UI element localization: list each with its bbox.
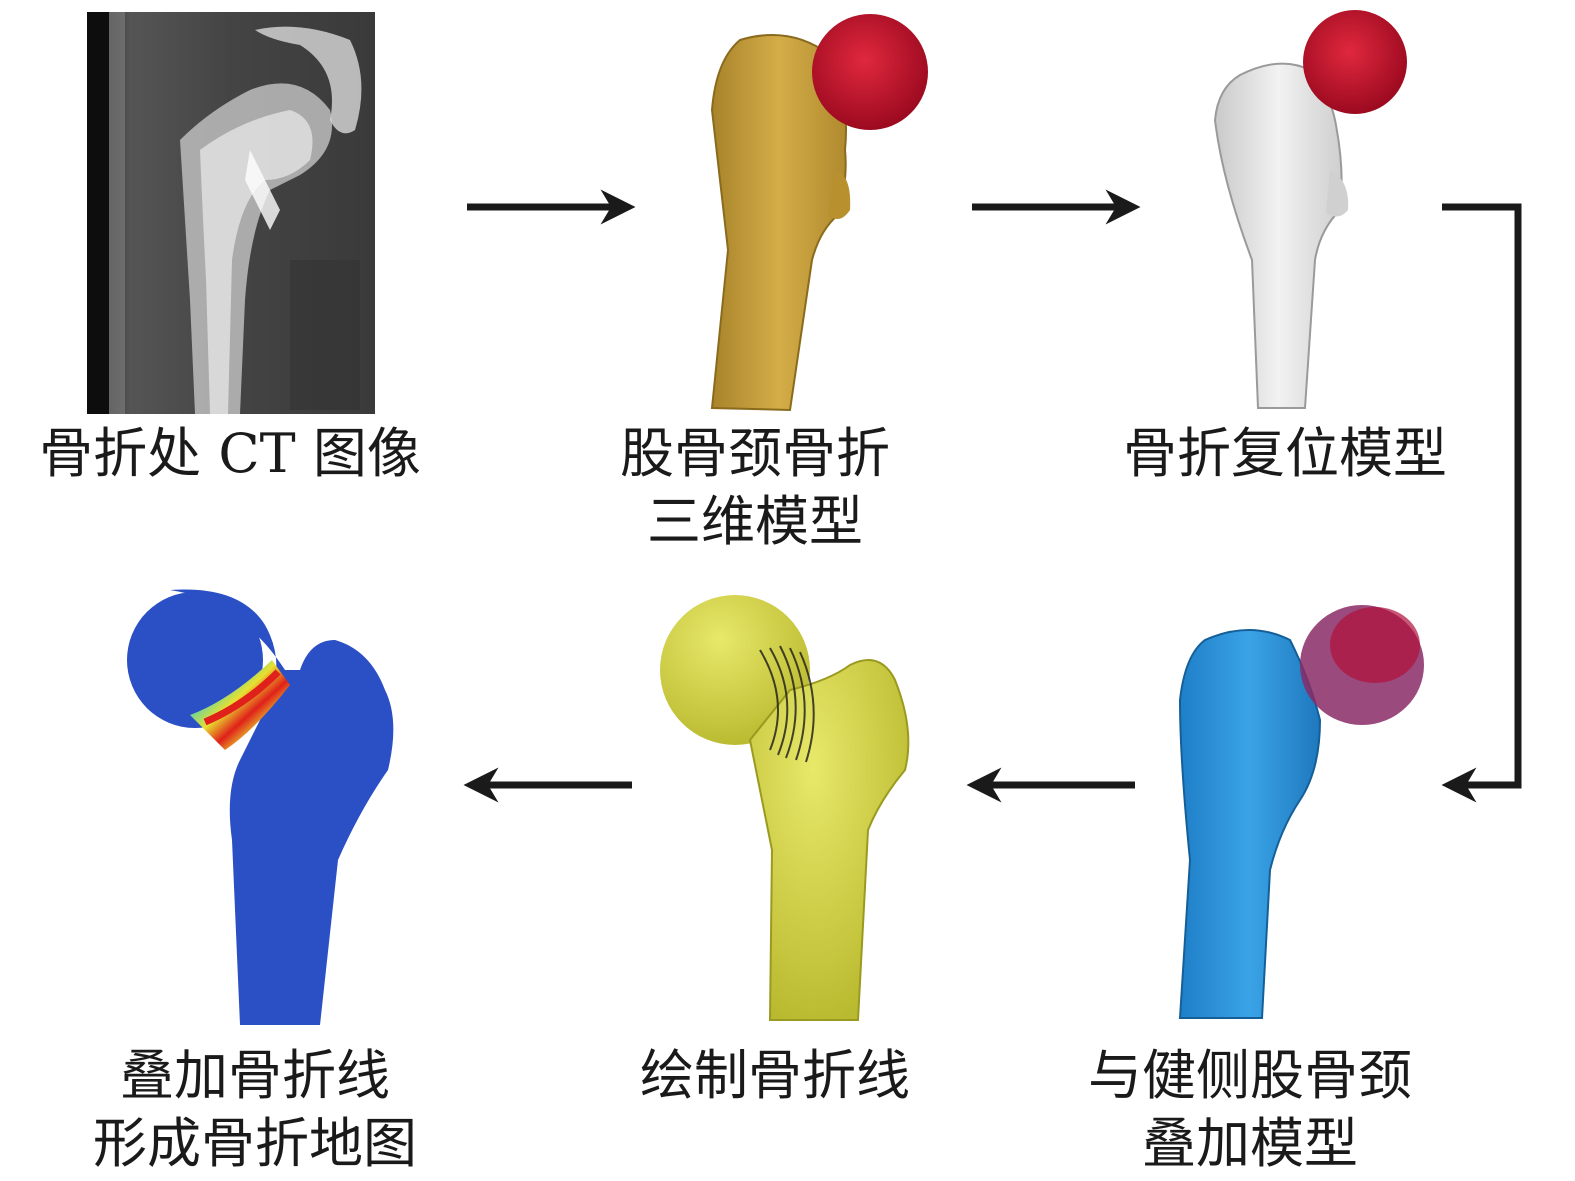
label-overlay-model: 与健侧股骨颈 叠加模型 [1050,1042,1450,1178]
overlay-model [1178,605,1424,1019]
label-ct-image: 骨折处 CT 图像 [30,420,430,488]
label-line: 骨折复位模型 [1123,422,1447,485]
fracture-3d-model [710,14,928,412]
label-line: 与健侧股骨颈 [1088,1044,1412,1107]
label-fracture-3d-model: 股骨颈骨折 三维模型 [555,420,955,556]
label-line: 叠加骨折线 [120,1044,390,1107]
label-line: 三维模型 [647,490,863,553]
fracture-line-model [660,595,910,1021]
fracture-map [127,589,394,1025]
arrow-3-to-4 [1441,203,1522,803]
label-fracture-map: 叠加骨折线 形成骨折地图 [55,1042,455,1178]
label-line: 骨折处 CT 图像 [39,422,421,485]
label-fracture-line-model: 绘制骨折线 [575,1042,975,1110]
label-line: 叠加模型 [1142,1112,1358,1175]
ct-image [87,12,375,414]
reduction-model [1213,10,1407,409]
label-line: 绘制骨折线 [640,1044,910,1107]
label-line: 股骨颈骨折 [620,422,890,485]
label-line: 形成骨折地图 [93,1112,417,1175]
label-reduction-model: 骨折复位模型 [1085,420,1485,488]
